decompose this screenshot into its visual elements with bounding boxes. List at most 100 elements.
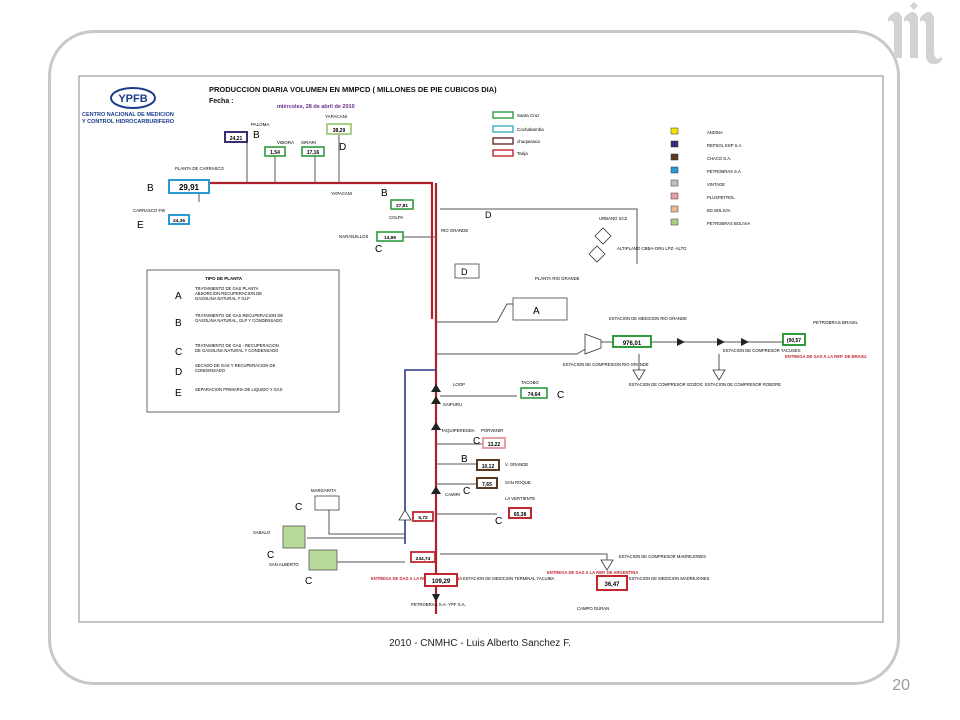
label-porvenir: PORVENIR <box>481 428 503 433</box>
letter-margarita: C <box>295 502 302 513</box>
ypfb-logo: YPFB <box>110 87 156 109</box>
box-big-flow <box>410 551 436 563</box>
label-loop: LOOP <box>453 382 465 387</box>
label-san-roque: SAN ROQUE <box>505 480 531 485</box>
plant-types-box: TIPO DE PLANTA A TRATAMIENTO DE GAS PLAN… <box>146 269 340 413</box>
pipe-legend-label: Cochabamba <box>517 127 544 132</box>
diagram-title: PRODUCCION DIARIA VOLUMEN EN MMPCD ( MIL… <box>209 85 497 94</box>
fecha-label: Fecha : <box>209 98 234 105</box>
box-petrobras-brasil <box>782 333 806 346</box>
compressor-icon <box>584 333 602 355</box>
label-compresor-izozog: ESTACION DE COMPRESOR IZOZOG <box>629 382 703 387</box>
svg-text:D: D <box>461 267 468 277</box>
plant-type-text: TRATAMIENTO DE GAS RECUPERACION DE <box>195 313 283 318</box>
value-colpa: 27,81 <box>396 203 408 209</box>
letter-la-vertiente: C <box>495 516 502 527</box>
company-legend-label: CHACO S.A. <box>707 156 731 161</box>
label-compresor-madrejones: ESTACION DE COMPRESOR MADREJONES <box>619 554 706 559</box>
label-colpa: COLPA <box>389 215 403 220</box>
valve-icons <box>677 338 749 346</box>
company-legend-label: REPSOL ESP S.A. <box>707 143 742 148</box>
label-tacobo: TACOBO <box>521 380 539 385</box>
label-sabalo: SABALO <box>253 530 271 535</box>
plant-type-text: TRATAMIENTO DE GAS PLANTA <box>195 286 259 291</box>
label-la-vertiente: LA VERTIENTE <box>505 496 535 501</box>
value-petrobras-brasil: (00,57 <box>787 338 801 344</box>
letter-san-alberto: C <box>305 576 312 587</box>
plant-types-header: TIPO DE PLANTA <box>205 276 243 281</box>
letter-yapacani: D <box>339 142 346 153</box>
letter-paloma: B <box>253 130 260 141</box>
box-sirari <box>301 146 325 157</box>
label-petrobras-ypfb: PETROBRAS S.A- YPF S.A. <box>411 602 466 607</box>
value-la-vertiente: 65,38 <box>514 512 527 518</box>
logo-text: YPFB <box>118 93 147 105</box>
label-entrega-argentina-1: ENTREGA DE GAS A LA REP. DE ARGENTINA <box>371 576 462 581</box>
label-camiri: CAMIRI <box>445 492 460 497</box>
label-compresion-rio-grande: ESTACION DE COMPRESION RIO GRANDE <box>563 362 649 367</box>
compressor-station-icons <box>632 369 726 381</box>
compressor-icon <box>600 559 614 571</box>
pipe-legend: Santa Cruz Cochabamba chuquisaca Tarija <box>492 111 544 157</box>
letter-carrasco-fw: E <box>137 220 144 231</box>
value-vuelta-grande: 10,12 <box>482 464 495 470</box>
value-vibora: 1,54 <box>270 150 280 156</box>
value-carrasco: 29,91 <box>179 183 200 192</box>
label-compresor-yacuses: ESTACION DE COMPRESOR YACUSES <box>723 348 801 353</box>
letter-san-roque: C <box>463 486 470 497</box>
label-naranjillos: NARANJILLOS <box>339 234 369 239</box>
fecha-value: miércoles, 28 de abril de 2010 <box>277 104 355 110</box>
company-legend-label: ANDINA <box>707 130 723 135</box>
box-colpa <box>390 199 414 210</box>
box-madrejones <box>596 575 628 591</box>
box-yapacani <box>326 123 352 135</box>
letter-sabalo: C <box>267 550 274 561</box>
company-legend-label: PETROBRAS S.A <box>707 169 741 174</box>
plant-type-text: SECADO DE GAS Y RECUPERACION DE <box>195 363 276 368</box>
box-vuelta-grande <box>476 459 500 471</box>
value-yapacani: 38,29 <box>333 128 346 134</box>
label-medicion-rio-grande: ESTACION DE MEDICION RIO GRANDE <box>609 316 687 321</box>
label-paloma: PALOMA <box>251 122 269 127</box>
label-carrasco: PLANTA DE CARRASCO <box>175 166 225 171</box>
org-line-2: Y CONTROL HIDROCARBURIFERO <box>82 119 175 125</box>
label-saipuru: SAIPURU <box>443 402 462 407</box>
value-terminal-yacuiba: 109,29 <box>432 579 451 585</box>
plant-type-letter: C <box>175 347 182 358</box>
label-entrega-argentina-2: ENTREGA DE GAS A LA REP. DE ARGENTINA <box>547 570 638 575</box>
label-medicion-madrejones: ESTACION DE MEDICION MADREJONES <box>629 576 710 581</box>
box-terminal-yacuiba <box>424 573 458 587</box>
letter-naranjillos: C <box>375 244 382 255</box>
box-small-flow <box>412 511 434 522</box>
box-vibora <box>264 146 286 157</box>
label-petrobras-brasil: PETROBRAS BRASIL <box>813 320 859 325</box>
letter-planta-rio-grande: A <box>533 306 540 317</box>
page-number: 20 <box>892 677 910 694</box>
letter-tacobo: C <box>557 390 564 401</box>
plant-type-letter: B <box>175 318 182 329</box>
label-margarita: MARGARITA <box>311 488 336 493</box>
value-tacobo: 74,64 <box>528 392 541 398</box>
plant-type-text: GASOLINA NATURAL, GLP Y CONDENSADO <box>195 318 283 323</box>
company-legend: ANDINA REPSOL ESP S.A. CHACO S.A. PETROB… <box>670 127 750 226</box>
altiplano-diamond-icon <box>588 245 606 263</box>
box-san-alberto <box>308 549 338 571</box>
plant-type-text: SEPARACION PRIMARIA DE LIQUIDO Y GAS <box>195 387 283 392</box>
plant-type-letter: E <box>175 388 182 399</box>
gas-network-diagram: YPFB CENTRO NACIONAL DE MEDICION Y CONTR… <box>78 75 884 623</box>
box-naranjillos <box>376 231 404 242</box>
pipe-south-fields <box>436 443 497 515</box>
value-paloma: 24,21 <box>230 136 243 142</box>
value-big-flow: 244,74 <box>416 556 431 562</box>
label-taquiperenda: TAQUIPERENDA <box>441 428 475 433</box>
pipe-blue-32 <box>404 369 436 544</box>
label-carrasco-fw: CARRASCO FW <box>133 208 166 213</box>
value-small-flow: 5,72 <box>418 515 428 521</box>
compressor-icon <box>398 509 412 521</box>
org-line-1: CENTRO NACIONAL DE MEDICION <box>82 112 174 118</box>
label-vuelta-grande: V. GRANDE <box>505 462 528 467</box>
urbano-scz-diamond-icon <box>594 227 612 245</box>
label-planta-rio-grande: PLANTA RIO GRANDE <box>535 276 580 281</box>
box-plant-d <box>454 263 480 279</box>
company-legend-label: BG BOLIVIA <box>707 208 731 213</box>
